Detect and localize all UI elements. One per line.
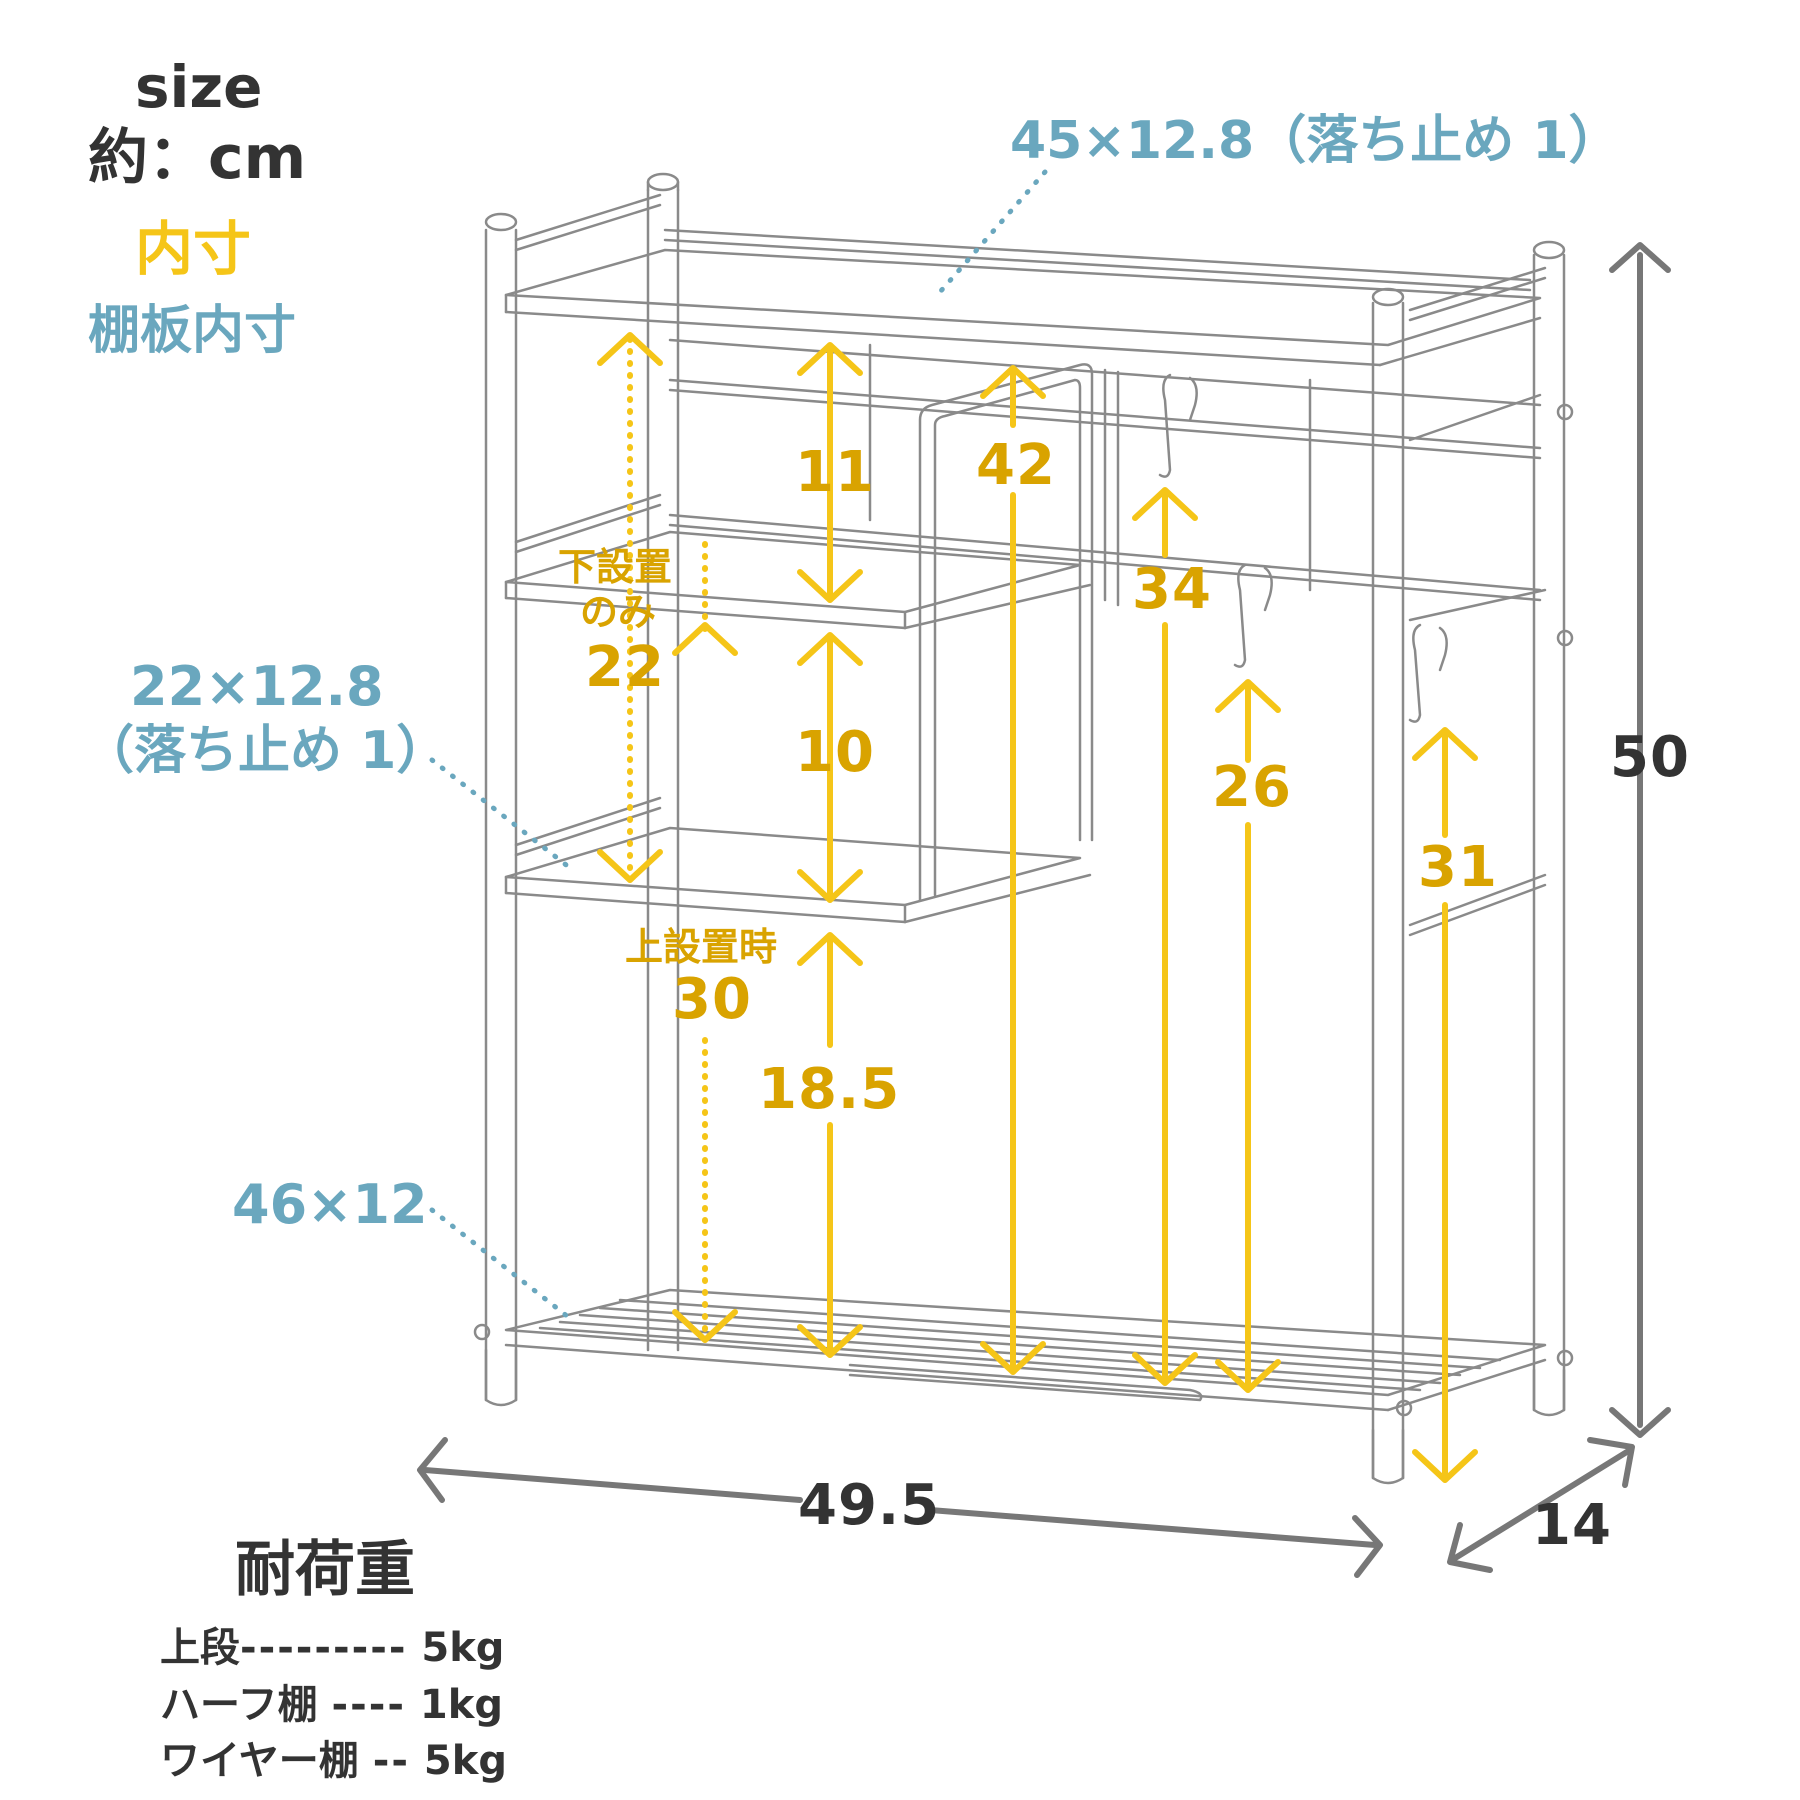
load-row-value: 1kg	[419, 1682, 503, 1728]
outer-width: 49.5	[798, 1473, 941, 1538]
half-shelf-size: 22×12.8	[130, 655, 384, 718]
upper-install-label: 上設置時	[625, 925, 778, 969]
inner-size-label: 内寸	[135, 215, 252, 283]
arrow-lower-only-22	[597, 332, 663, 883]
s-hooks	[1158, 373, 1448, 723]
arrow-42	[980, 365, 1046, 1375]
front-right-post	[1371, 287, 1566, 1485]
load-row-dashes: ---------	[240, 1625, 408, 1671]
leader-half-shelf	[429, 757, 573, 871]
arrow-10	[797, 632, 863, 903]
frame-bolts	[473, 403, 1574, 1417]
lower-only-value: 22	[585, 635, 665, 700]
arrow-31	[1412, 727, 1478, 1483]
load-row-name: ハーフ棚	[160, 1682, 318, 1728]
inner-dimension-arrows	[597, 332, 1478, 1483]
top-shelf	[504, 193, 1547, 367]
load-row-half: ハーフ棚 ---- 1kg	[160, 1672, 503, 1730]
load-capacity-title: 耐荷重	[235, 1535, 415, 1605]
width-arrow	[417, 1437, 1383, 1578]
leader-top-shelf	[937, 169, 1048, 295]
depth-arrow	[1447, 1437, 1635, 1573]
front-left-post	[484, 212, 518, 1407]
dim-42: 42	[976, 433, 1056, 498]
load-row-name: ワイヤー棚	[160, 1738, 359, 1784]
load-row-dashes: ----	[331, 1682, 406, 1728]
dim-34: 34	[1132, 557, 1212, 622]
arrow-26	[1215, 679, 1281, 1393]
lower-only-line1: 下設置	[558, 545, 673, 589]
wire-shelf-size: 46×12	[232, 1173, 428, 1236]
load-row-value: 5kg	[423, 1738, 507, 1784]
arrow-18-5	[797, 932, 863, 1358]
outer-dimension-arrows	[417, 242, 1671, 1578]
size-label: size	[135, 53, 263, 121]
arrow-34	[1132, 487, 1198, 1386]
dim-10: 10	[795, 720, 875, 785]
dim-31: 31	[1418, 835, 1498, 900]
leader-wire-shelf	[429, 1207, 575, 1323]
dim-18-5: 18.5	[758, 1057, 901, 1122]
unit-label: 約：cm	[88, 123, 307, 193]
outer-height: 50	[1610, 725, 1690, 790]
height-arrow	[1609, 242, 1671, 1438]
arrow-upper-install-30	[672, 537, 738, 1343]
wire-shelf	[504, 1288, 1547, 1412]
half-shelf-lower	[504, 796, 1092, 924]
load-row-dashes: --	[372, 1738, 410, 1784]
dim-26: 26	[1212, 755, 1292, 820]
top-shelf-size: 45×12.8（落ち止め 1）	[1010, 111, 1621, 171]
half-shelf-note: （落ち止め 1）	[82, 721, 449, 781]
load-row-value: 5kg	[421, 1625, 505, 1671]
lower-only-line2: のみ	[580, 590, 657, 634]
load-row-wire: ワイヤー棚 -- 5kg	[160, 1728, 507, 1786]
back-left-post	[646, 172, 680, 1352]
load-row-name: 上段	[160, 1625, 240, 1671]
arrow-11	[797, 342, 863, 603]
outer-depth: 14	[1532, 1493, 1612, 1558]
dim-11: 11	[795, 440, 875, 505]
upper-install-value: 30	[672, 967, 752, 1032]
load-row-top: 上段--------- 5kg	[160, 1615, 504, 1673]
shelf-inner-size-label: 棚板内寸	[88, 301, 297, 361]
